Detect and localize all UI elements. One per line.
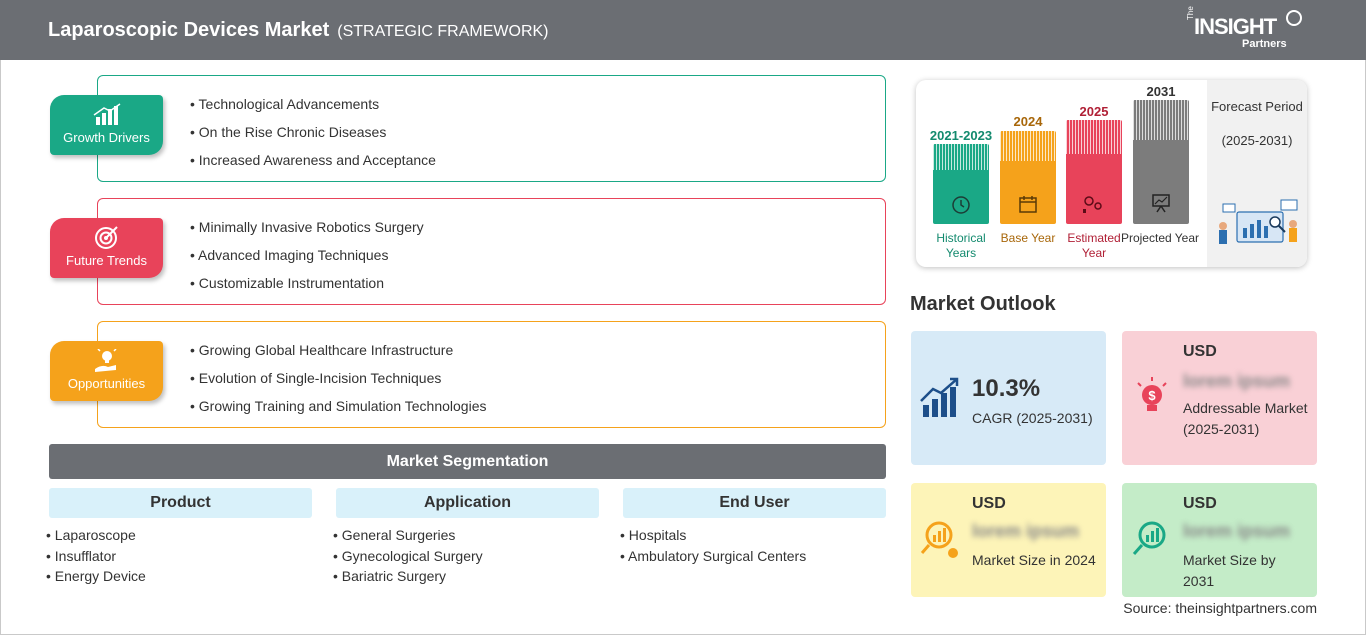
- svg-text:$: $: [1148, 388, 1156, 403]
- analytics-people-icon: [1219, 199, 1298, 244]
- page-subtitle: (STRATEGIC FRAMEWORK): [337, 23, 549, 40]
- segment-title: Application: [336, 488, 599, 518]
- future-trends-label: Future Trends: [66, 253, 147, 268]
- market-segmentation-header: Market Segmentation: [49, 444, 886, 479]
- future-trend-item: Customizable Instrumentation: [190, 273, 424, 301]
- timeline-bar-estimated: [1066, 120, 1122, 224]
- addressable-market-value: lorem ipsum: [1183, 371, 1291, 391]
- cagr-label: CAGR (2025-2031): [972, 410, 1093, 426]
- opportunities-badge: Opportunities: [50, 341, 163, 401]
- timeline-label-base: Base Year: [1000, 231, 1056, 245]
- lightbulb-dollar-icon: $: [1137, 377, 1167, 411]
- growth-driver-item: On the Rise Chronic Diseases: [190, 122, 436, 150]
- market-size-2024-currency: USD: [972, 495, 1006, 512]
- timeline-card: 2021-2023 Historical Years 2024 Base Yea…: [916, 80, 1307, 267]
- timeline-year-historical: 2021-2023: [929, 128, 993, 143]
- insight-partners-logo[interactable]: The INSIGHT Partners: [1186, 6, 1306, 54]
- market-size-2024-card: USD lorem ipsum Market Size in 2024: [911, 483, 1106, 597]
- growth-drivers-label: Growth Drivers: [63, 130, 150, 145]
- segment-item: Insufflator: [46, 547, 312, 568]
- segment-application: Application General Surgeries Gynecologi…: [336, 488, 599, 588]
- segment-item: General Surgeries: [333, 526, 599, 547]
- gears-chart-icon: [1083, 196, 1102, 213]
- future-trend-item: Minimally Invasive Robotics Surgery: [190, 217, 424, 245]
- source-credit: Source: theinsightpartners.com: [1123, 600, 1317, 616]
- segment-item: Hospitals: [620, 526, 886, 547]
- segment-item: Laparoscope: [46, 526, 312, 547]
- calendar-icon: [1019, 196, 1037, 213]
- segment-title: Product: [49, 488, 312, 518]
- cagr-card: 10.3% CAGR (2025-2031): [911, 331, 1106, 465]
- target-icon: [95, 226, 118, 249]
- segment-end-user: End User Hospitals Ambulatory Surgical C…: [623, 488, 886, 567]
- growth-driver-item: Technological Advancements: [190, 94, 436, 122]
- presentation-icon: [1152, 194, 1170, 213]
- market-size-2031-label: Market Size by 2031: [1183, 552, 1276, 589]
- segment-item: Ambulatory Surgical Centers: [620, 547, 886, 568]
- history-clock-icon: [952, 196, 970, 214]
- opportunity-item: Evolution of Single-Incision Techniques: [190, 368, 487, 396]
- addressable-market-card: USD lorem ipsum $ Addressable Market (20…: [1122, 331, 1317, 465]
- growth-drivers-badge: Growth Drivers: [50, 95, 163, 155]
- timeline-label-projected: Projected Year: [1120, 231, 1200, 245]
- magnifier-chart-icon: [920, 521, 958, 558]
- timeline-label-historical: Historical Years: [936, 231, 986, 260]
- growth-driver-item: Increased Awareness and Acceptance: [190, 150, 436, 178]
- timeline-bar-historical: [933, 144, 989, 224]
- future-trend-item: Advanced Imaging Techniques: [190, 245, 424, 273]
- market-size-2031-currency: USD: [1183, 495, 1217, 512]
- opportunity-item: Growing Training and Simulation Technolo…: [190, 396, 487, 424]
- cagr-value: 10.3%: [972, 375, 1041, 402]
- addressable-market-label: Addressable Market (2025-2031): [1183, 400, 1308, 437]
- future-trends-badge: Future Trends: [50, 218, 163, 278]
- timeline-year-base: 2024: [1013, 114, 1043, 129]
- header-bar: Laparoscopic Devices Market(STRATEGIC FR…: [0, 0, 1366, 60]
- timeline-year-estimated: 2025: [1079, 104, 1109, 119]
- timeline-bar-base: [1000, 131, 1056, 224]
- forecast-period-title: Forecast Period: [1211, 99, 1303, 114]
- page-title: Laparoscopic Devices Market(STRATEGIC FR…: [48, 19, 549, 41]
- segment-item: Gynecological Surgery: [333, 547, 599, 568]
- magnifier-chart-icon: [1132, 521, 1166, 555]
- future-trends-box: Minimally Invasive Robotics Surgery Adva…: [97, 198, 886, 305]
- opportunity-item: Growing Global Healthcare Infrastructure: [190, 340, 487, 368]
- addressable-market-currency: USD: [1183, 343, 1217, 360]
- bar-chart-growth-icon: [93, 103, 121, 125]
- forecast-period-range: (2025-2031): [1221, 133, 1293, 148]
- forecast-period-panel: Forecast Period (2025-2031): [1207, 80, 1307, 267]
- market-size-2031-value: lorem ipsum: [1183, 521, 1291, 541]
- growth-drivers-box: Technological Advancements On the Rise C…: [97, 75, 886, 182]
- timeline-year-projected: 2031: [1146, 84, 1176, 99]
- market-size-2024-value: lorem ipsum: [972, 521, 1080, 541]
- timeline-label-estimated: Estimated Year: [1067, 231, 1121, 260]
- market-size-2024-label: Market Size in 2024: [972, 552, 1096, 568]
- timeline-bar-projected: [1133, 100, 1189, 224]
- opportunities-box: Growing Global Healthcare Infrastructure…: [97, 321, 886, 428]
- opportunities-label: Opportunities: [67, 376, 146, 391]
- segment-item: Bariatric Surgery: [333, 567, 599, 588]
- segment-product: Product Laparoscope Insufflator Energy D…: [49, 488, 312, 588]
- growth-chart-icon: [920, 377, 959, 417]
- lightbulb-hand-icon: [95, 349, 117, 372]
- segment-item: Energy Device: [46, 567, 312, 588]
- market-outlook-title: Market Outlook: [910, 293, 1056, 315]
- segment-title: End User: [623, 488, 886, 518]
- market-size-2031-card: USD lorem ipsum Market Size by 2031: [1122, 483, 1317, 597]
